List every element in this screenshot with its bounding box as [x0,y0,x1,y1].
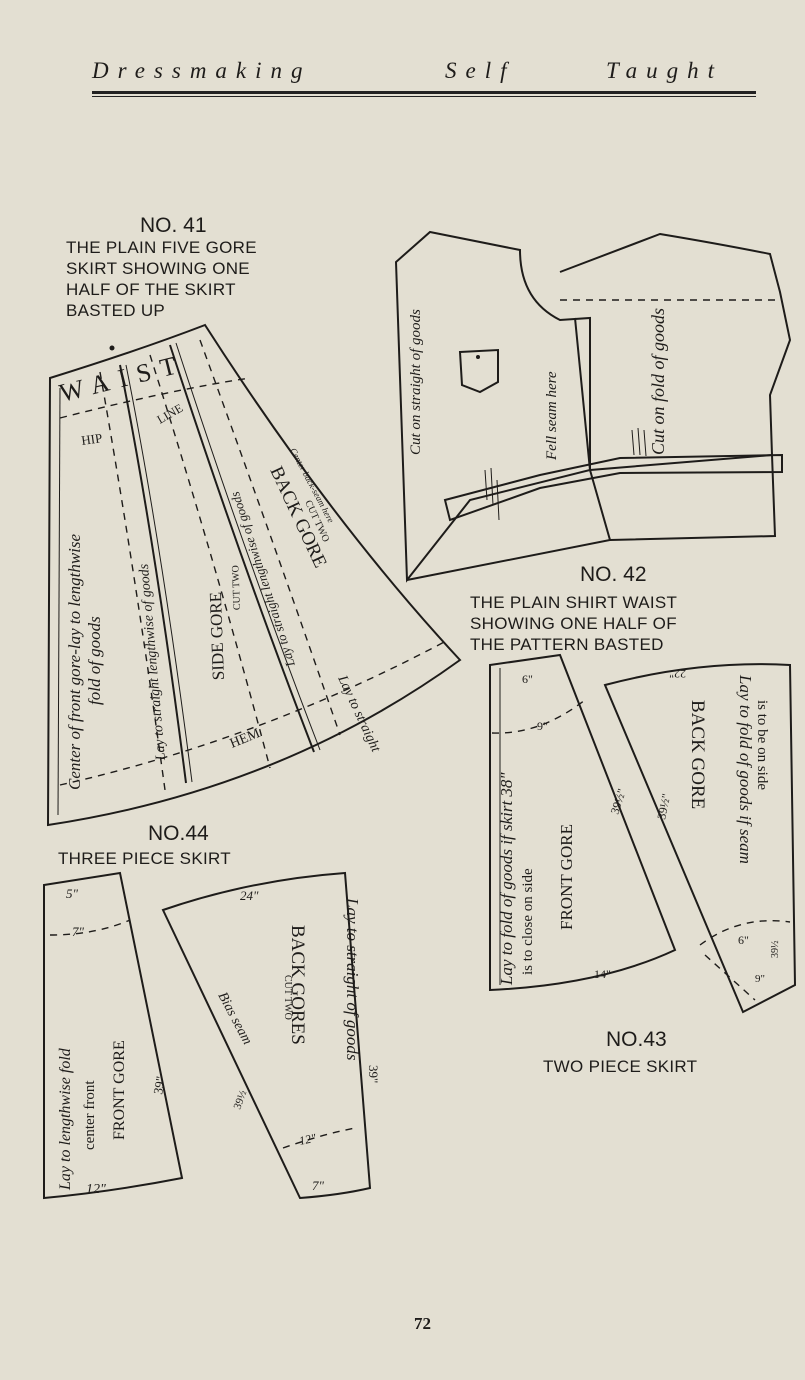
page-number: 72 [414,1314,431,1333]
fig41-gore-seam-1b [125,364,193,783]
fig44-number: NO.44 [148,822,209,845]
fig42-caption: THE PLAIN SHIRT WAIST SHOWING ONE HALF O… [470,592,677,655]
header-word-3: Taught [606,58,724,83]
fig41-caption-line: SKIRT SHOWING ONE [66,259,250,278]
fig43-front-gore-label: FRONT GORE [557,824,576,930]
fig42-caption-line: SHOWING ONE HALF OF [470,614,677,633]
fig44-m7b-label: 7" [312,1178,325,1193]
fig41-dot [109,345,115,351]
fig42-front-piece [394,230,591,583]
fig43-back-seam [704,954,756,1001]
fig43-m39-front-label: 39½" [608,787,629,816]
fig41-hip-line [59,377,251,419]
fig44-m39half-label: 39½ [232,1089,250,1111]
fig43-back-gore-label: BACK GORE [687,700,708,809]
fig42-lower-back [609,454,777,541]
fig41-hip-label: HIP [80,430,103,448]
fig43-m6b-label: 6" [738,933,749,947]
fig41-fold-line [57,387,61,816]
fig43-back-gore [603,663,797,1014]
fig41-gore-seam-2 [169,344,315,753]
fig41-outline [46,323,462,827]
header-rule-thin [92,96,756,97]
fig44-lay-lengthwise-label: Lay to lengthwise fold [57,1047,74,1191]
fig44-caption: THREE PIECE SKIRT [58,849,231,868]
fig44-m7-label: 7" [72,924,85,939]
fig44-front-hip [49,919,131,936]
fig43-m22-label: 22" [669,667,686,681]
fig42-band [443,453,783,522]
fig43-number: NO.43 [606,1028,667,1051]
fig41-caption-line: THE PLAIN FIVE GORE [66,238,257,257]
fig43-caption: TWO PIECE SKIRT [543,1057,698,1076]
fig44-m5-label: 5" [66,886,79,901]
fig41-grain-2 [149,354,271,769]
fig41-gore-seam-2b [175,342,321,751]
fig41-diagram: WAIST HIP LINE HEM Center of front gore-… [46,323,462,827]
fig41-caption-line: BASTED UP [66,301,166,320]
fig42-diagram: Cut on straight of goods Fell seam here … [394,230,792,583]
fig44-diagram: 5" 7" 39" 12" Lay to lengthwise fold cen… [43,871,381,1200]
fig42-gathers-back [631,427,647,457]
fig41-line-label: LINE [155,401,186,427]
fig43-m9b-label: 9" [755,973,765,985]
fig41-center-front-label: Center of front gore-lay to lengthwise [65,533,84,790]
fig44-lay-straight-label: Lay to straight of goods [343,897,362,1061]
fig44-cut-two-label: CUT TWO [282,975,293,1020]
fig41-side-gore-label: SIDE GORE [206,592,228,681]
fig41-waist-label: WAIST [56,348,189,407]
fig41-side-cut-label: CUT TWO [230,565,243,610]
fig44-back-gores [161,871,372,1200]
fig43-m39-back-label: 39½" [654,792,673,820]
fig43-m9-label: 9" [537,719,548,733]
fig41-caption-line: HALF OF THE SKIRT [66,280,236,299]
fig44-m24-label: 24" [240,888,259,903]
fig42-lower-front [406,469,612,581]
fig44-m12b-label: 12" [298,1130,319,1147]
fig41-fold-label: fold of goods [85,616,104,705]
fig42-pocket [458,348,499,394]
fig43-m14-label: 14" [594,967,611,981]
header-word-1: Dressmaking [92,58,312,83]
fig41-number: NO. 41 [140,214,207,237]
fig42-number: NO. 42 [580,563,647,586]
fig41-grain-3 [199,339,341,736]
fig43-be-onside-label: is to be on side [754,700,770,790]
fig41-gore-seam-1 [119,364,187,784]
fig43-m6-label: 6" [522,672,533,686]
fig42-back-piece [559,232,792,472]
fig41-hem-label: HEM [228,726,263,752]
fig43-front-gore [489,653,677,992]
fig43-lay-fold-back-label: Lay to fold of goods if seam [736,674,755,864]
fig41-caption: THE PLAIN FIVE GORE SKIRT SHOWING ONE HA… [66,237,257,321]
fig44-m39-label: 39" [150,1075,168,1096]
fig42-caption-line: THE PLAIN SHIRT WAIST [470,593,678,612]
fig44-m12-label: 12" [86,1182,106,1197]
fig42-gathers [484,467,500,521]
fig41-grain-1 [99,371,166,791]
fig43-lay-fold-front-label: Lay to fold of goods if skirt 38" [497,772,516,986]
header-word-2: Self [445,58,516,83]
fig44-m39b-label: 39" [366,1065,381,1083]
fig43-close-side-label: is to close on side [520,868,536,975]
fig41-side-lengthwise-label: Lay to straight lengthwise of goods [137,563,169,762]
fig44-front-gore [43,871,184,1200]
running-header: Dressmaking Self Taught [92,58,756,98]
fig42-caption-line: THE PATTERN BASTED [470,635,664,654]
fig42-button [476,355,480,359]
fig42-cut-fold-label: Cut on fold of goods [648,308,668,455]
fig44-back-hip [282,1127,356,1149]
fig42-fell-seam-label: Fell seam here [544,371,560,461]
fig43-m39b-label: 39½ [770,940,781,958]
fig44-front-gore-label: FRONT GORE [111,1040,128,1140]
fig42-cut-straight-label: Cut on straight of goods [408,309,424,455]
fig41-hem-line [59,639,449,786]
fig44-bias-seam-label: Bias seam [214,990,254,1048]
header-rule-thick [92,91,756,94]
fig43-diagram: Lay to fold of goods if skirt 38" is to … [489,653,797,1014]
fig44-back-gores-label: BACK GORES [287,925,308,1045]
fig44-center-front-label: center front [82,1080,98,1150]
